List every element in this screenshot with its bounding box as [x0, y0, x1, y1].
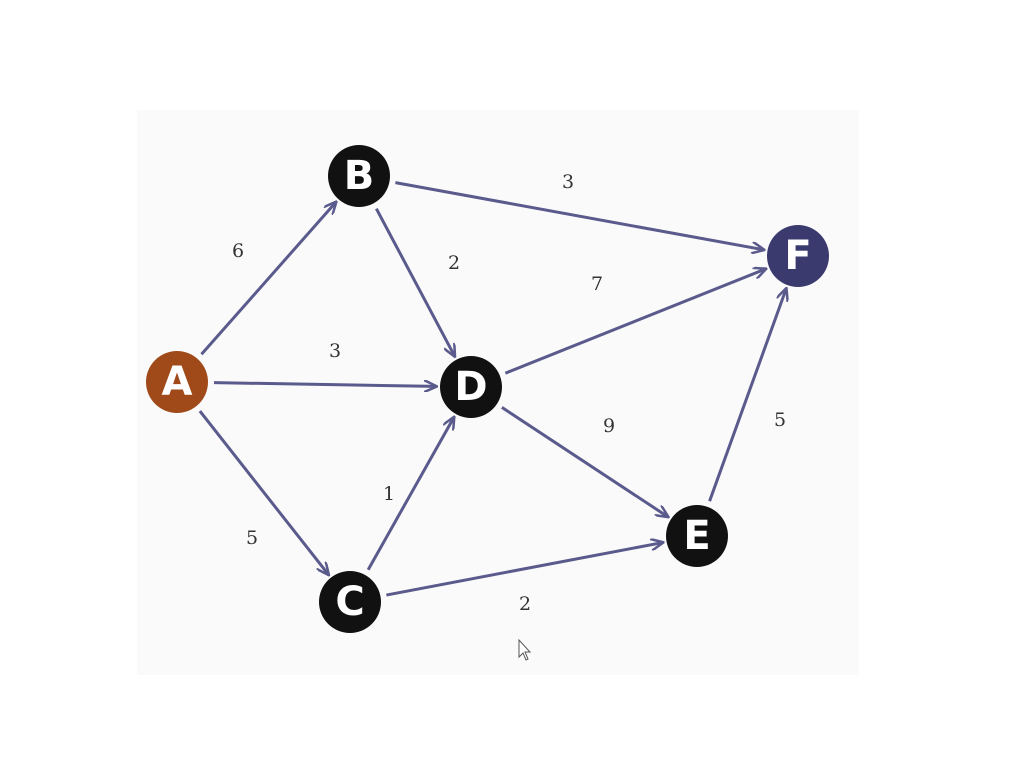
weight-label-d-f: 7 — [591, 273, 603, 295]
node-label-f: F — [784, 233, 811, 279]
edge-a-b — [200, 202, 335, 356]
weight-label-c-d: 1 — [383, 483, 395, 505]
weight-label-d-e: 9 — [603, 415, 615, 437]
edge-b-f — [395, 181, 763, 250]
node-label-c: C — [335, 579, 364, 625]
weight-label-c-e: 2 — [519, 593, 531, 615]
weights-layer: 6 3 5 3 2 1 2 7 9 5 — [232, 171, 786, 615]
node-e: E — [666, 505, 728, 567]
node-circle-c — [319, 571, 381, 633]
edge-a-c — [198, 410, 328, 574]
edge-d-e — [501, 406, 668, 516]
node-circle-d — [440, 356, 502, 418]
nodes-layer: A B C D E F — [146, 145, 829, 633]
node-circle-f — [767, 225, 829, 287]
weight-label-a-b: 6 — [232, 240, 244, 262]
arrow-pointer-icon — [518, 638, 532, 661]
node-label-e: E — [683, 513, 710, 559]
node-circle-a — [146, 351, 208, 413]
node-label-a: A — [162, 359, 193, 405]
edges-layer — [198, 181, 787, 597]
edge-b-d — [375, 207, 454, 356]
weight-label-e-f: 5 — [774, 409, 786, 431]
weight-label-b-d: 2 — [448, 252, 460, 274]
edge-c-e — [386, 543, 662, 597]
edge-d-f — [504, 269, 765, 375]
weight-label-b-f: 3 — [562, 171, 574, 193]
weight-label-a-d: 3 — [329, 340, 341, 362]
node-c: C — [319, 571, 381, 633]
node-f: F — [767, 225, 829, 287]
edge-c-d — [366, 418, 454, 571]
node-circle-b — [328, 145, 390, 207]
node-label-b: B — [344, 153, 375, 199]
node-b: B — [328, 145, 390, 207]
node-circle-e — [666, 505, 728, 567]
edge-a-d — [213, 383, 436, 387]
node-label-d: D — [454, 364, 487, 410]
node-d: D — [440, 356, 502, 418]
node-a: A — [146, 351, 208, 413]
edge-e-f — [708, 289, 787, 502]
weight-label-a-c: 5 — [246, 527, 258, 549]
